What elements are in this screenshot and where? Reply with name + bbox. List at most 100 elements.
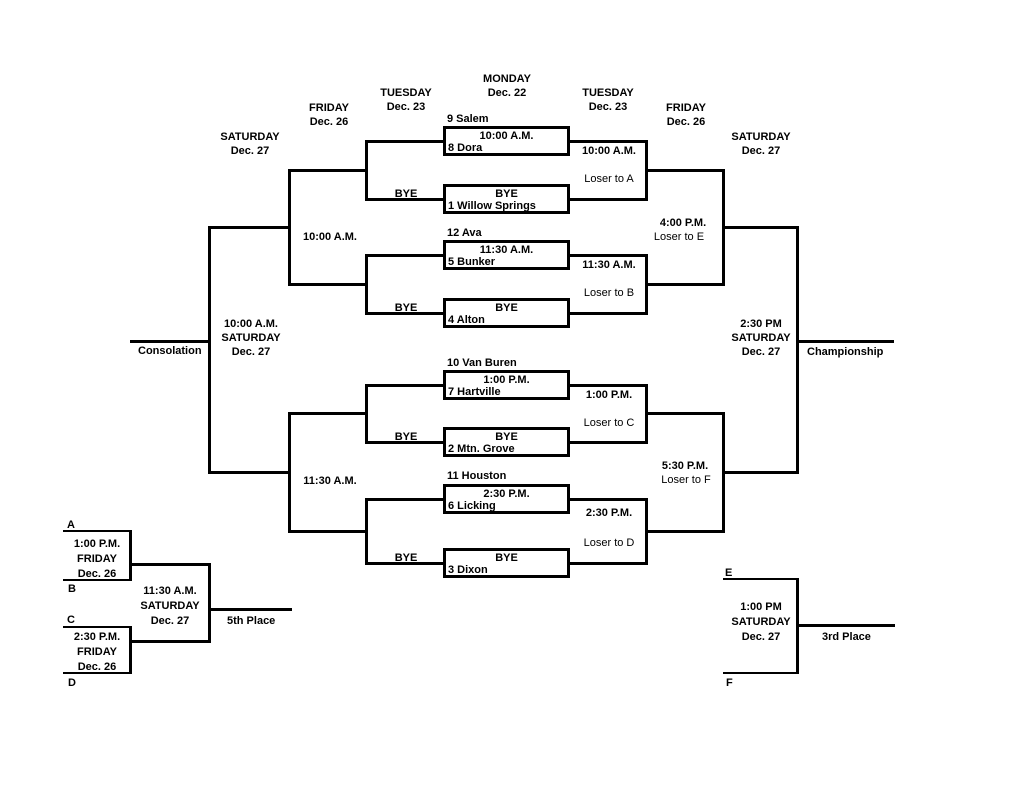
connector-line <box>648 169 725 172</box>
game-day: SATURDAY <box>140 600 200 612</box>
championship-schedule: 2:30 PM SATURDAY Dec. 27 <box>731 317 790 359</box>
connector-line <box>722 412 725 533</box>
round2-time-1: 10:00 A.M. <box>581 145 637 157</box>
team-label-seed10: 10 Van Buren <box>447 357 517 369</box>
loser-dest-b: Loser to B <box>583 287 635 299</box>
connector-line <box>570 384 648 387</box>
consolation-time: 10:00 A.M. <box>223 318 279 330</box>
connector-line <box>645 384 648 444</box>
connector-line <box>368 562 443 565</box>
slot-c-line <box>63 626 131 628</box>
bye-label-1: BYE <box>394 188 418 200</box>
game-date: Dec. 26 <box>77 568 117 580</box>
round2-time-4: 2:30 P.M. <box>585 507 633 519</box>
col-header-friday-left: FRIDAY Dec. 26 <box>309 101 349 129</box>
slot-label-a: A <box>67 519 75 531</box>
slot-label-c: C <box>67 614 75 626</box>
col-header-tuesday-right: TUESDAY Dec. 23 <box>582 86 634 114</box>
connector-line <box>368 198 443 201</box>
connector-line <box>796 226 799 474</box>
header-day: MONDAY <box>483 73 531 85</box>
bye-label-3: BYE <box>394 431 418 443</box>
slot-b-line <box>63 579 131 581</box>
col-header-saturday-right: SATURDAY Dec. 27 <box>731 130 790 158</box>
header-day: FRIDAY <box>666 102 706 114</box>
team-label-seed4: 4 Alton <box>448 314 485 326</box>
championship-label: Championship <box>807 346 884 358</box>
connector-line <box>368 384 443 387</box>
loser-dest-d: Loser to D <box>583 537 635 549</box>
header-day: TUESDAY <box>582 87 634 99</box>
slot-d-line <box>63 672 131 674</box>
connector-line <box>796 578 799 674</box>
fifth-game-ab-schedule: 1:00 P.M. FRIDAY Dec. 26 <box>74 537 120 582</box>
header-day: FRIDAY <box>309 102 349 114</box>
game-day: FRIDAY <box>77 646 117 658</box>
connector-line <box>722 169 725 286</box>
third-place-label: 3rd Place <box>822 631 871 643</box>
championship-date: Dec. 27 <box>741 346 781 358</box>
game-time: 2:30 P.M. <box>483 488 530 500</box>
connector-line <box>570 498 648 501</box>
connector-line <box>645 254 648 315</box>
game-time: 1:00 PM <box>740 601 782 613</box>
header-day: SATURDAY <box>731 131 791 143</box>
game-time: 1:00 P.M. <box>483 374 530 386</box>
game-date: Dec. 26 <box>77 661 117 673</box>
game-box-5: 1:00 P.M. 7 Hartville <box>443 370 570 400</box>
header-date: Dec. 26 <box>309 116 349 128</box>
team-label-seed1: 1 Willow Springs <box>448 200 536 212</box>
team-label-seed6: 6 Licking <box>448 500 496 512</box>
game-box-6: BYE 2 Mtn. Grove <box>443 427 570 457</box>
game-time: 10:00 A.M. <box>479 130 534 142</box>
consolation-final-schedule: 10:00 A.M. SATURDAY Dec. 27 <box>221 317 280 359</box>
game-day: SATURDAY <box>731 616 791 628</box>
header-day: TUESDAY <box>380 87 432 99</box>
connector-line <box>132 563 210 566</box>
slot-label-f: F <box>726 677 733 689</box>
col-header-saturday-left: SATURDAY Dec. 27 <box>220 130 279 158</box>
game-date: Dec. 27 <box>741 631 781 643</box>
bye-label-4: BYE <box>394 552 418 564</box>
connector-line <box>368 254 443 257</box>
loser-dest-f: Loser to F <box>661 474 711 486</box>
bye-text: BYE <box>495 552 518 564</box>
game-box-8: BYE 3 Dixon <box>443 548 570 578</box>
connector-line <box>208 226 211 474</box>
team-label-seed9: 9 Salem <box>447 113 489 125</box>
header-date: Dec. 26 <box>666 116 706 128</box>
game-time: 2:30 P.M. <box>73 631 121 643</box>
slot-label-b: B <box>68 583 76 595</box>
team-label-seed3: 3 Dixon <box>448 564 488 576</box>
consolation-date: Dec. 27 <box>231 346 271 358</box>
connector-line <box>368 312 443 315</box>
col-header-tuesday-left: TUESDAY Dec. 23 <box>380 86 432 114</box>
header-day: SATURDAY <box>220 131 280 143</box>
header-date: Dec. 23 <box>386 101 426 113</box>
connector-line <box>129 626 132 674</box>
connector-line <box>368 498 443 501</box>
slot-a-line <box>63 530 131 532</box>
header-date: Dec. 27 <box>741 145 781 157</box>
connector-line <box>645 498 648 565</box>
connector-line <box>132 640 210 643</box>
connector-line <box>645 140 648 201</box>
connector-line <box>129 530 132 581</box>
bye-text: BYE <box>495 431 518 443</box>
team-label-seed5: 5 Bunker <box>448 256 496 268</box>
championship-time: 2:30 PM <box>740 318 782 330</box>
connector-line <box>290 169 368 172</box>
bye-label-2: BYE <box>394 302 418 314</box>
header-date: Dec. 27 <box>230 145 270 157</box>
connector-line <box>368 441 443 444</box>
connector-line <box>570 198 648 201</box>
connector-line <box>570 562 648 565</box>
game-time: 11:30 A.M. <box>479 244 534 256</box>
game-box-1: 10:00 A.M. 8 Dora <box>443 126 570 156</box>
game-box-4: BYE 4 Alton <box>443 298 570 328</box>
connector-line <box>210 226 290 229</box>
consolation-label: Consolation <box>138 345 202 357</box>
semifinal-time-bottom: 5:30 P.M. <box>661 460 709 472</box>
header-date: Dec. 22 <box>487 87 527 99</box>
